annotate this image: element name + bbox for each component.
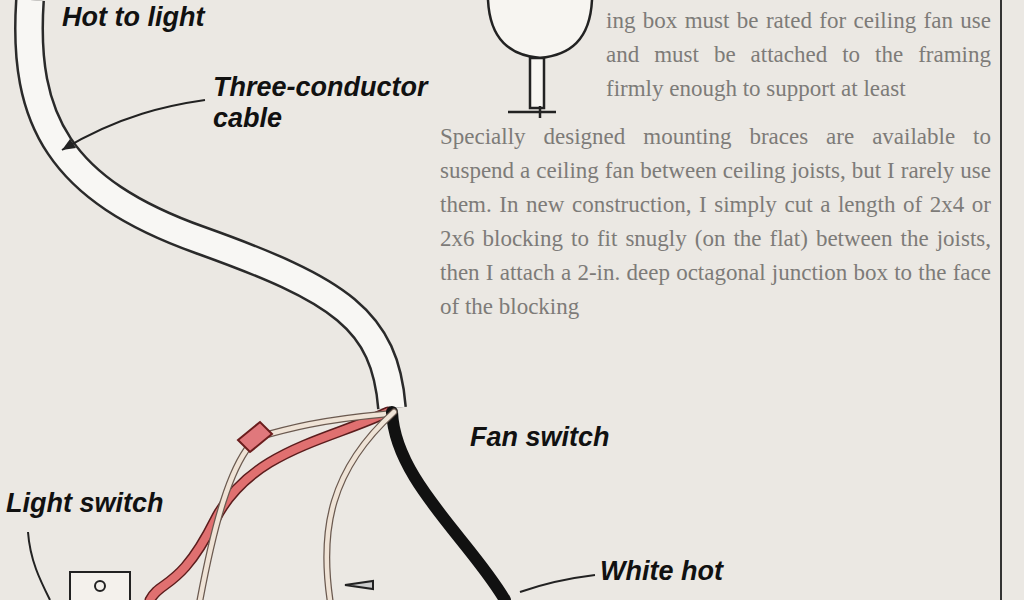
- callout-label: Hot to light: [62, 2, 302, 33]
- callout-label: Three-conductor cable: [213, 72, 473, 134]
- wire-nut: [238, 422, 272, 452]
- callout-label: Light switch: [6, 488, 206, 519]
- fan-fixture: [488, 0, 592, 118]
- leader-arrowhead: [62, 139, 76, 150]
- page-rule: [1000, 0, 1002, 600]
- leader-line: [62, 100, 205, 150]
- callout-label: Fan switch: [470, 422, 670, 453]
- wires: [150, 412, 505, 600]
- callout-label: White hot: [600, 556, 800, 587]
- leader-line: [520, 575, 595, 592]
- leader-line: [28, 532, 50, 600]
- three-conductor-cable: [29, 0, 392, 408]
- switch-symbol: [70, 572, 373, 600]
- body-paragraph: ing box must be rated for ceiling fan us…: [606, 4, 991, 106]
- body-paragraph: Specially designed mounting braces are a…: [440, 120, 991, 324]
